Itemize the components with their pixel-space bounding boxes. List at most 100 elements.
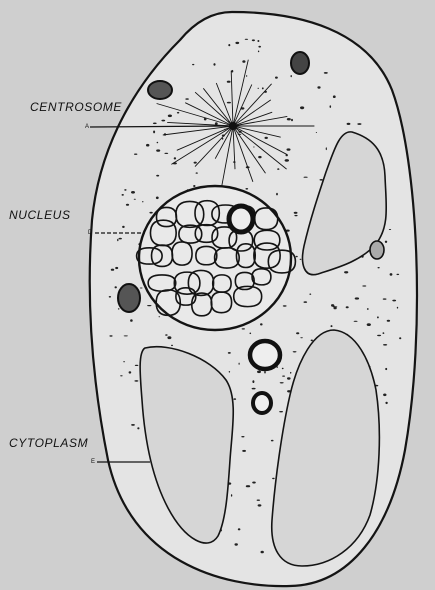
- cytoplasm-granule: [291, 75, 292, 77]
- cytoplasm-granule: [392, 300, 396, 302]
- cytoplasm-granule: [213, 63, 215, 66]
- cytoplasm-granule: [383, 298, 387, 299]
- vesicle-small: [253, 393, 271, 413]
- cytoplasm-granule: [193, 185, 195, 187]
- cytoplasm-granule: [242, 450, 246, 452]
- cytoplasm-granule: [228, 352, 231, 354]
- cytoplasm-granule: [111, 269, 114, 271]
- centrosome-dot: [229, 122, 237, 130]
- cytoplasm-granule: [135, 365, 139, 366]
- cytoplasm-granule: [326, 147, 327, 150]
- cytoplasm-granule: [383, 332, 385, 334]
- cytoplasm-granule: [134, 199, 136, 200]
- cytoplasm-granule: [146, 144, 149, 147]
- cytoplasm-granule: [252, 39, 255, 41]
- cytoplasm-granule: [389, 229, 391, 230]
- cytoplasm-granule: [192, 64, 194, 65]
- cytoplasm-granule: [129, 371, 132, 373]
- cytoplasm-granule: [287, 148, 291, 150]
- cytoplasm-granule: [385, 368, 387, 370]
- cytoplasm-tag: E: [91, 459, 95, 465]
- cytoplasm-granule: [131, 191, 135, 194]
- cytoplasm-granule: [390, 273, 393, 276]
- cytoplasm-granule: [272, 478, 275, 479]
- cytoplasm-granule: [258, 46, 261, 48]
- cytoplasm-granule: [383, 394, 386, 397]
- cytoplasm-granule: [242, 60, 245, 63]
- nucleolus: [229, 206, 253, 232]
- cytoplasm-granule: [185, 98, 189, 100]
- cytoplasm-granule: [119, 238, 122, 240]
- inclusion-body-upper-left: [148, 81, 172, 99]
- cytoplasm-granule: [279, 411, 283, 412]
- cytoplasm-granule: [399, 337, 401, 339]
- centrosome-tag: A: [85, 124, 89, 130]
- cytoplasm-granule: [300, 259, 302, 260]
- cytoplasm-granule: [304, 301, 308, 303]
- cytoplasm-granule: [333, 306, 337, 307]
- cytoplasm-granule: [282, 368, 284, 369]
- cytoplasm-granule: [227, 102, 231, 104]
- cytoplasm-granule: [238, 528, 241, 530]
- cytoplasm-granule: [287, 377, 291, 379]
- cytoplasm-granule: [123, 361, 125, 362]
- cytoplasm-granule: [122, 194, 124, 196]
- cytoplasm-granule: [227, 81, 231, 83]
- cytoplasm-granule: [171, 345, 173, 346]
- cytoplasm-granule: [194, 162, 197, 164]
- cytoplasm-granule: [164, 153, 168, 154]
- cytoplasm-granule: [275, 77, 278, 79]
- cytoplasm-granule: [331, 304, 334, 306]
- cytoplasm-granule: [258, 156, 261, 158]
- cytoplasm-granule: [280, 382, 284, 383]
- cytoplasm-granule: [367, 323, 371, 326]
- cytoplasm-granule: [126, 204, 129, 206]
- cytoplasm-granule: [344, 271, 348, 273]
- cytoplasm-granule: [294, 212, 298, 214]
- cytoplasm-granule: [109, 335, 112, 336]
- cytoplasm-granule: [261, 551, 264, 554]
- cytoplasm-granule: [396, 274, 399, 275]
- cytoplasm-granule: [258, 504, 262, 506]
- cytoplasm-granule: [362, 285, 366, 286]
- cytoplasm-granule: [377, 335, 381, 336]
- inclusion-body-upper-right: [291, 52, 309, 74]
- cytoplasm-granule: [296, 332, 299, 334]
- cytoplasm-granule: [131, 424, 135, 426]
- cytoplasm-granule: [242, 328, 245, 329]
- cytoplasm-granule: [120, 375, 123, 376]
- cytoplasm-granule: [309, 294, 311, 295]
- cytoplasm-granule: [117, 239, 118, 242]
- cytoplasm-granule: [264, 371, 266, 374]
- cytoplasm-granule: [330, 105, 332, 108]
- cytoplasm-granule: [282, 376, 285, 377]
- cytoplasm-granule: [385, 241, 387, 243]
- cytoplasm-granule: [124, 189, 126, 191]
- cytoplasm-granule: [137, 427, 139, 429]
- nucleus-tag: D: [88, 230, 92, 236]
- cytoplasm-granule: [235, 543, 238, 545]
- cytoplasm-granule: [161, 120, 165, 122]
- cytoplasm-granule: [147, 305, 151, 306]
- cytoplasm-granule: [153, 131, 155, 134]
- inclusion-body-left: [118, 284, 140, 312]
- cytoplasm-granule: [304, 177, 308, 178]
- cytoplasm-granule: [357, 123, 361, 125]
- cytoplasm-granule: [300, 106, 304, 109]
- cytoplasm-granule: [317, 86, 320, 88]
- cytoplasm-granule: [196, 172, 198, 173]
- centrosome-label: CENTROSOME: [30, 100, 122, 114]
- cytoplasm-granule: [140, 288, 143, 289]
- cytoplasm-granule: [118, 308, 120, 309]
- cytoplasm-granule: [316, 132, 317, 133]
- cytoplasm-granule: [397, 307, 398, 309]
- cytoplasm-granule: [290, 372, 291, 374]
- cytoplasm-label: CYTOPLASM: [9, 436, 88, 450]
- cytoplasm-granule: [159, 316, 161, 317]
- cytoplasm-granule: [177, 112, 179, 114]
- cytoplasm-granule: [383, 344, 387, 346]
- cytoplasm-granule: [385, 402, 387, 404]
- cytoplasm-granule: [228, 44, 230, 46]
